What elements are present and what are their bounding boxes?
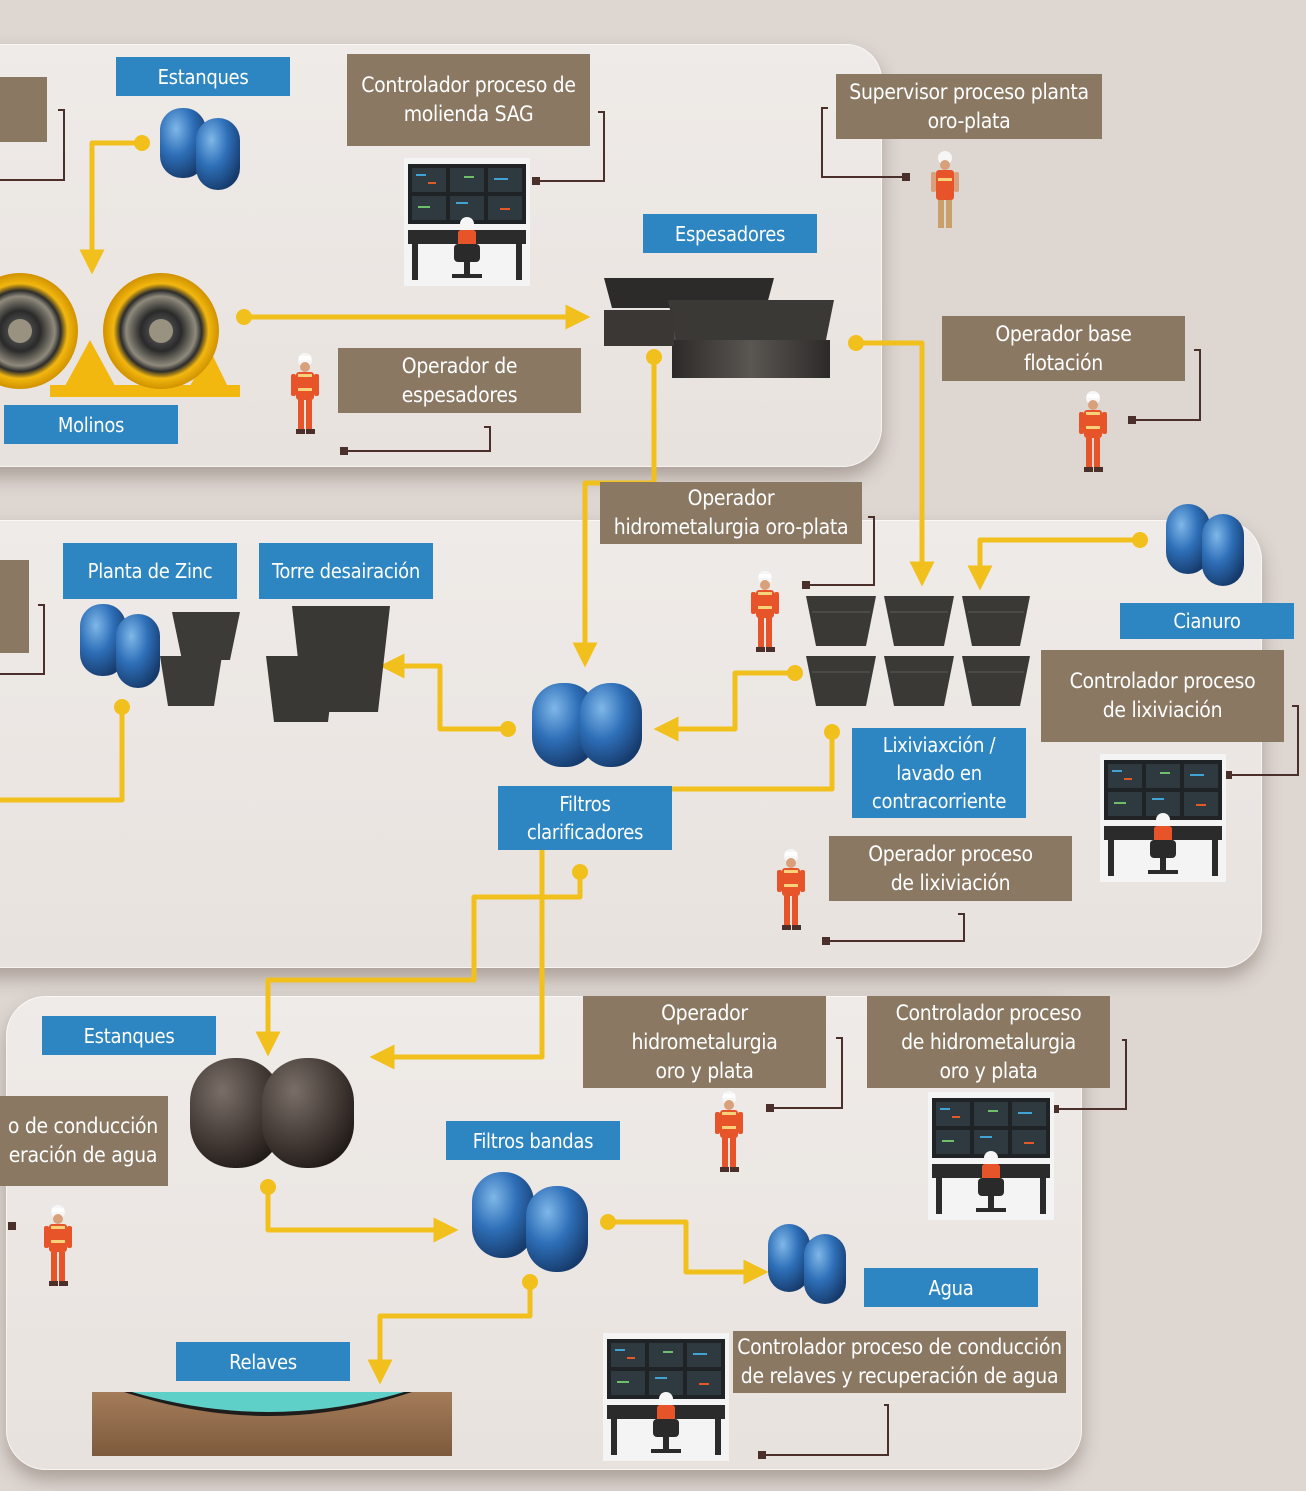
role-supervisor: Supervisor proceso planta oro-plata	[836, 74, 1102, 139]
worker-icon-hidro-top	[751, 571, 779, 652]
label-planta-zinc: Planta de Zinc	[63, 543, 237, 599]
label-estanques-bottom: Estanques	[42, 1016, 216, 1055]
role-operador-lixiviacion: Operador proceso de lixiviación	[829, 836, 1072, 901]
relaves-pond	[92, 1392, 452, 1456]
label-relaves: Relaves	[176, 1342, 350, 1381]
flow-start-dots	[114, 135, 1148, 1290]
label-lixiviacion: Lixiviaxción / lavado en contracorriente	[852, 728, 1026, 818]
role-controlador-relaves: Controlador proceso de conducción de rel…	[733, 1331, 1066, 1393]
tank-estanques-top	[160, 108, 240, 190]
connector-ends	[8, 173, 1232, 1459]
torre-desairacion-graphic	[266, 606, 390, 722]
worker-icon-espesadores	[291, 353, 319, 434]
control-room-icon-sag	[404, 158, 530, 286]
connector-lines	[0, 107, 1299, 1456]
role-operador-hidro-bottom: Operador hidrometalurgia oro y plata	[583, 996, 826, 1088]
role-controlador-lixiviacion: Controlador proceso de lixiviación	[1041, 650, 1284, 742]
role-operador-espesadores: Operador de espesadores	[338, 348, 581, 413]
lixiviacion-tanks	[806, 596, 1030, 706]
worker-icon-supervisor	[931, 151, 959, 228]
label-molinos: Molinos	[4, 405, 178, 444]
label-torre-desairacion: Torre desairación	[259, 543, 433, 599]
label-estanques-top: Estanques	[116, 57, 290, 96]
role-conduccion-cropped: o de conducción eración de agua	[0, 1096, 168, 1186]
role-operador-hidro-top: Operador hidrometalurgia oro-plata	[600, 482, 862, 544]
label-filtros-bandas: Filtros bandas	[446, 1121, 620, 1160]
tank-filtros-bandas	[472, 1172, 588, 1272]
lixiviacion-tank-grid	[812, 611, 1024, 673]
role-controlador-hidrometalurgia: Controlador proceso de hidrometalurgia o…	[867, 996, 1110, 1088]
tank-cianuro	[1166, 504, 1244, 586]
label-cianuro: Cianuro	[1120, 603, 1294, 639]
worker-icon-hidro-bottom	[715, 1091, 743, 1172]
worker-icon-conduccion	[44, 1205, 72, 1286]
label-filtros-clarificadores: Filtros clarificadores	[498, 786, 672, 850]
zinc-tanks	[160, 612, 240, 706]
tank-agua	[768, 1224, 846, 1304]
role-controlador-sag: Controlador proceso de molienda SAG	[347, 54, 590, 146]
role-operador-flotacion: Operador base flotación	[942, 316, 1185, 381]
control-room-icon-lixiviacion	[1100, 754, 1226, 882]
worker-icon-lixiviacion	[777, 849, 805, 930]
cropped-role-label-middle	[0, 560, 29, 653]
label-espesadores: Espesadores	[643, 214, 817, 253]
tank-filtros-clarificadores	[532, 683, 642, 767]
control-room-icon-relaves	[603, 1333, 729, 1461]
espesadores-graphic	[604, 278, 834, 378]
tank-zinc	[80, 604, 160, 688]
control-room-icon-hidrometalurgia	[928, 1092, 1054, 1220]
cropped-role-label-top	[0, 77, 47, 142]
worker-icon-flotacion	[1079, 391, 1107, 472]
molinos-graphic	[0, 273, 240, 397]
label-agua: Agua	[864, 1268, 1038, 1307]
tank-estanques-bottom	[190, 1058, 354, 1168]
